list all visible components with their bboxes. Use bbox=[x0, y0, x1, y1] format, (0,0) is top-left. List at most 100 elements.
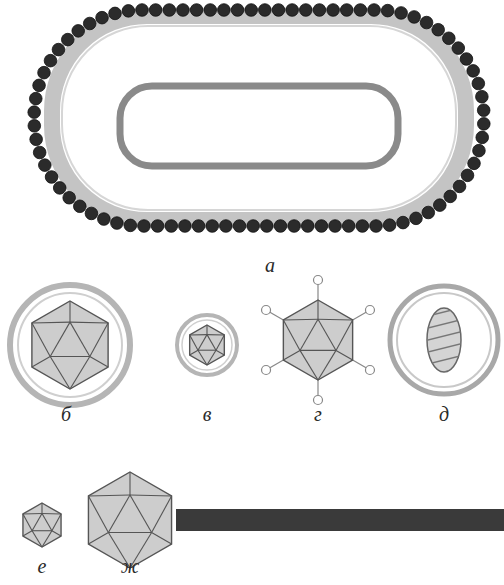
spike bbox=[476, 90, 489, 103]
spike bbox=[383, 219, 396, 232]
virus-b bbox=[10, 285, 130, 405]
spike bbox=[233, 220, 246, 233]
phage-tail bbox=[176, 509, 504, 531]
spike bbox=[299, 4, 312, 17]
virus-a bbox=[28, 4, 490, 233]
spike bbox=[124, 219, 137, 232]
envelope-inner bbox=[62, 26, 456, 210]
virus-v bbox=[177, 315, 237, 375]
icosahedral-capsid bbox=[190, 325, 225, 365]
icosahedral-capsid bbox=[88, 472, 171, 568]
spike bbox=[461, 169, 474, 182]
spike bbox=[420, 16, 433, 29]
virus-e bbox=[23, 503, 61, 547]
spike bbox=[444, 190, 457, 203]
spike bbox=[433, 199, 446, 212]
spike bbox=[63, 191, 76, 204]
spike bbox=[218, 4, 231, 17]
spike bbox=[370, 220, 383, 233]
spike bbox=[313, 4, 326, 17]
spike bbox=[395, 7, 408, 20]
spike bbox=[45, 171, 58, 184]
envelope bbox=[52, 16, 466, 220]
spike bbox=[38, 66, 51, 79]
surface-spikes bbox=[28, 4, 490, 233]
spike bbox=[443, 32, 456, 45]
spike bbox=[39, 159, 52, 172]
virus-zh bbox=[88, 472, 504, 568]
spike bbox=[453, 180, 466, 193]
spike bbox=[452, 42, 465, 55]
spike bbox=[342, 220, 355, 233]
spike bbox=[327, 4, 340, 17]
spike bbox=[163, 4, 176, 17]
spike bbox=[422, 206, 435, 219]
spike bbox=[272, 4, 285, 17]
figure-letter: в bbox=[203, 403, 212, 425]
spike bbox=[179, 220, 192, 233]
spike bbox=[165, 220, 178, 233]
spike bbox=[467, 65, 480, 78]
spike bbox=[220, 220, 233, 233]
spike bbox=[354, 4, 367, 17]
spike bbox=[410, 212, 423, 225]
spike bbox=[432, 23, 445, 36]
spike bbox=[122, 5, 135, 18]
spike bbox=[74, 200, 87, 213]
figure-letter: д bbox=[439, 403, 449, 425]
spike bbox=[151, 220, 164, 233]
spike bbox=[408, 11, 421, 24]
figure-letter: е bbox=[38, 555, 47, 577]
spike bbox=[206, 220, 219, 233]
spike bbox=[340, 4, 353, 17]
spike bbox=[85, 207, 98, 220]
spike bbox=[149, 4, 162, 17]
spike bbox=[356, 220, 369, 233]
spike bbox=[109, 7, 122, 20]
icosahedral-capsid bbox=[23, 503, 61, 547]
figure-letter: ж bbox=[121, 555, 140, 577]
icosahedral-capsid bbox=[283, 300, 352, 380]
spike bbox=[476, 131, 489, 144]
spike bbox=[473, 144, 486, 157]
figure-letter: б bbox=[61, 403, 71, 425]
spike bbox=[261, 220, 274, 233]
spike bbox=[96, 11, 109, 24]
spike bbox=[460, 53, 473, 66]
spike bbox=[472, 77, 485, 90]
spike bbox=[98, 213, 111, 226]
spike bbox=[274, 220, 287, 233]
spike bbox=[286, 4, 299, 17]
spike bbox=[53, 182, 66, 195]
spike bbox=[30, 133, 43, 146]
spike bbox=[33, 146, 46, 159]
spike bbox=[477, 104, 490, 117]
figure-letter: а bbox=[265, 254, 275, 276]
spike bbox=[288, 220, 301, 233]
spike bbox=[315, 220, 328, 233]
icosahedral-capsid bbox=[32, 301, 108, 389]
spike bbox=[136, 4, 149, 17]
fibers bbox=[262, 276, 375, 405]
virus-g bbox=[262, 276, 375, 405]
spike bbox=[301, 220, 314, 233]
spike bbox=[72, 25, 85, 38]
spike bbox=[83, 17, 96, 30]
spike bbox=[111, 217, 124, 230]
spike bbox=[192, 220, 205, 233]
spike bbox=[231, 4, 244, 17]
spike bbox=[52, 43, 65, 56]
spike bbox=[204, 4, 217, 17]
spike bbox=[259, 4, 272, 17]
spike bbox=[29, 92, 42, 105]
nucleocapsid bbox=[120, 86, 398, 166]
spike bbox=[177, 4, 190, 17]
spike bbox=[468, 157, 481, 170]
virus-d bbox=[390, 286, 498, 394]
spike bbox=[397, 216, 410, 229]
spike bbox=[368, 4, 381, 17]
spike bbox=[247, 220, 260, 233]
spike bbox=[381, 4, 394, 17]
